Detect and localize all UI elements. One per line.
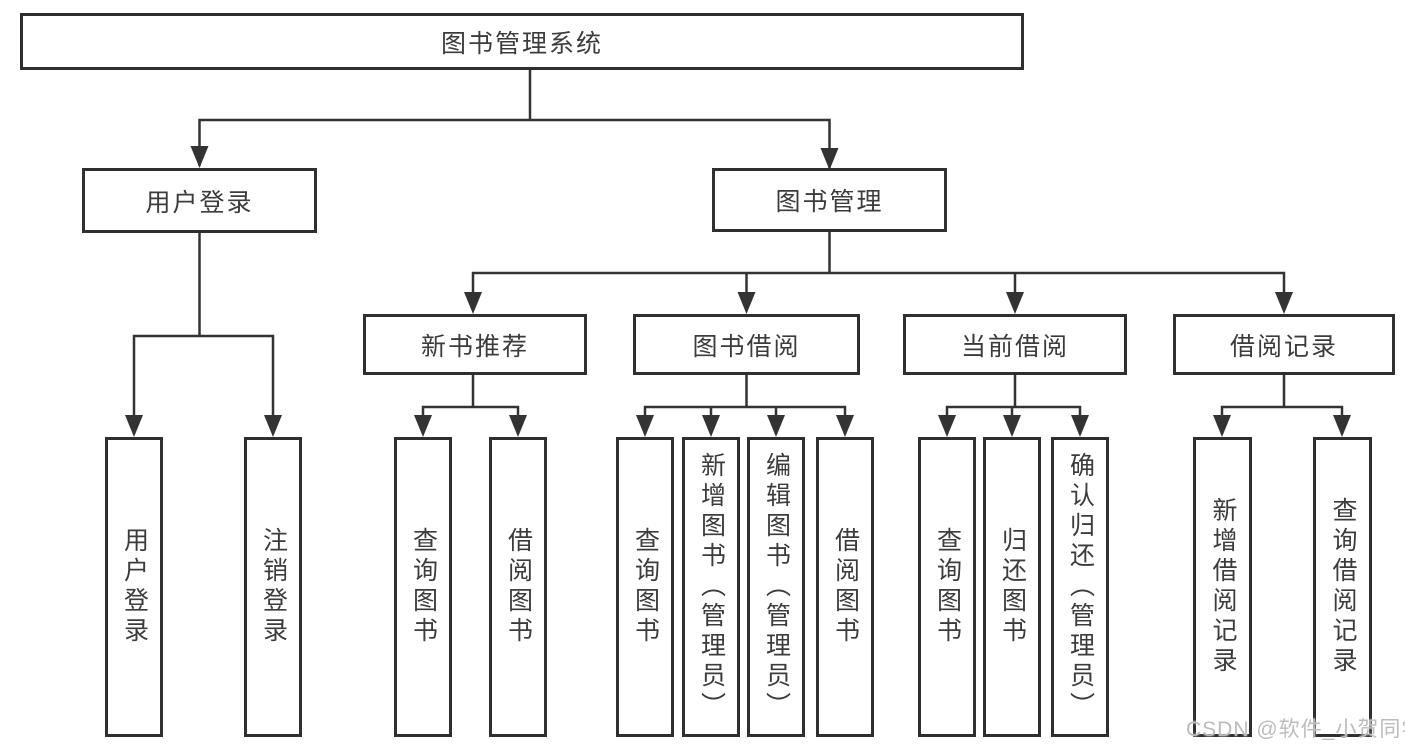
arrowhead: [509, 415, 527, 437]
arrowhead: [464, 292, 482, 314]
arrowhead: [938, 415, 956, 437]
leaf-query-borrow-record: 查询借阅记录: [1313, 437, 1372, 737]
arrowhead: [264, 415, 282, 437]
node-user-login-branch: 用户登录: [82, 168, 317, 233]
leaf-logout: 注销登录: [244, 437, 302, 737]
arrowhead: [190, 146, 209, 168]
arrowhead: [1071, 415, 1089, 437]
leaf-edit-books-admin: 编辑图书（管理员）: [747, 437, 805, 737]
connector-line: [471, 271, 1286, 311]
connector-line: [643, 405, 847, 434]
arrowhead: [1275, 292, 1293, 314]
connector-line: [421, 405, 520, 434]
arrowhead: [767, 415, 785, 437]
arrowhead: [1213, 415, 1231, 437]
leaf-user-login: 用户登录: [105, 437, 163, 737]
leaf-borrow-books-2: 借阅图书: [816, 437, 874, 737]
arrowhead: [737, 292, 756, 314]
arrowhead: [414, 415, 432, 437]
leaf-borrow-books-1: 借阅图书: [489, 437, 547, 737]
connector-line: [198, 118, 831, 168]
node-library-management-system: 图书管理系统: [20, 13, 1024, 70]
connector-line: [132, 334, 275, 434]
arrowhead: [1003, 415, 1021, 437]
leaf-query-books-3: 查询图书: [918, 437, 976, 737]
connector-line: [1220, 405, 1344, 434]
arrowhead: [1333, 415, 1351, 437]
leaf-add-borrow-record: 新增借阅记录: [1193, 437, 1252, 737]
watermark-csdn: CSDN @软件_小贺同学: [1186, 718, 1405, 741]
arrowhead: [636, 415, 654, 437]
leaf-query-books-1: 查询图书: [394, 437, 452, 737]
leaf-query-books-2: 查询图书: [616, 437, 674, 737]
leaf-return-books: 归还图书: [983, 437, 1041, 737]
arrowhead: [820, 148, 839, 170]
node-new-book-recommend: 新书推荐: [363, 314, 587, 375]
node-book-borrowing: 图书借阅: [633, 314, 860, 375]
node-current-borrowing: 当前借阅: [903, 314, 1127, 375]
arrowhead: [702, 415, 720, 437]
node-book-management-branch: 图书管理: [712, 168, 947, 232]
arrowhead: [125, 415, 143, 437]
leaf-confirm-return-admin: 确认归还（管理员）: [1051, 437, 1109, 737]
arrowhead: [836, 415, 854, 437]
node-borrowing-records: 借阅记录: [1173, 314, 1395, 375]
arrowhead: [1006, 292, 1024, 314]
leaf-add-books-admin: 新增图书（管理员）: [682, 437, 740, 737]
